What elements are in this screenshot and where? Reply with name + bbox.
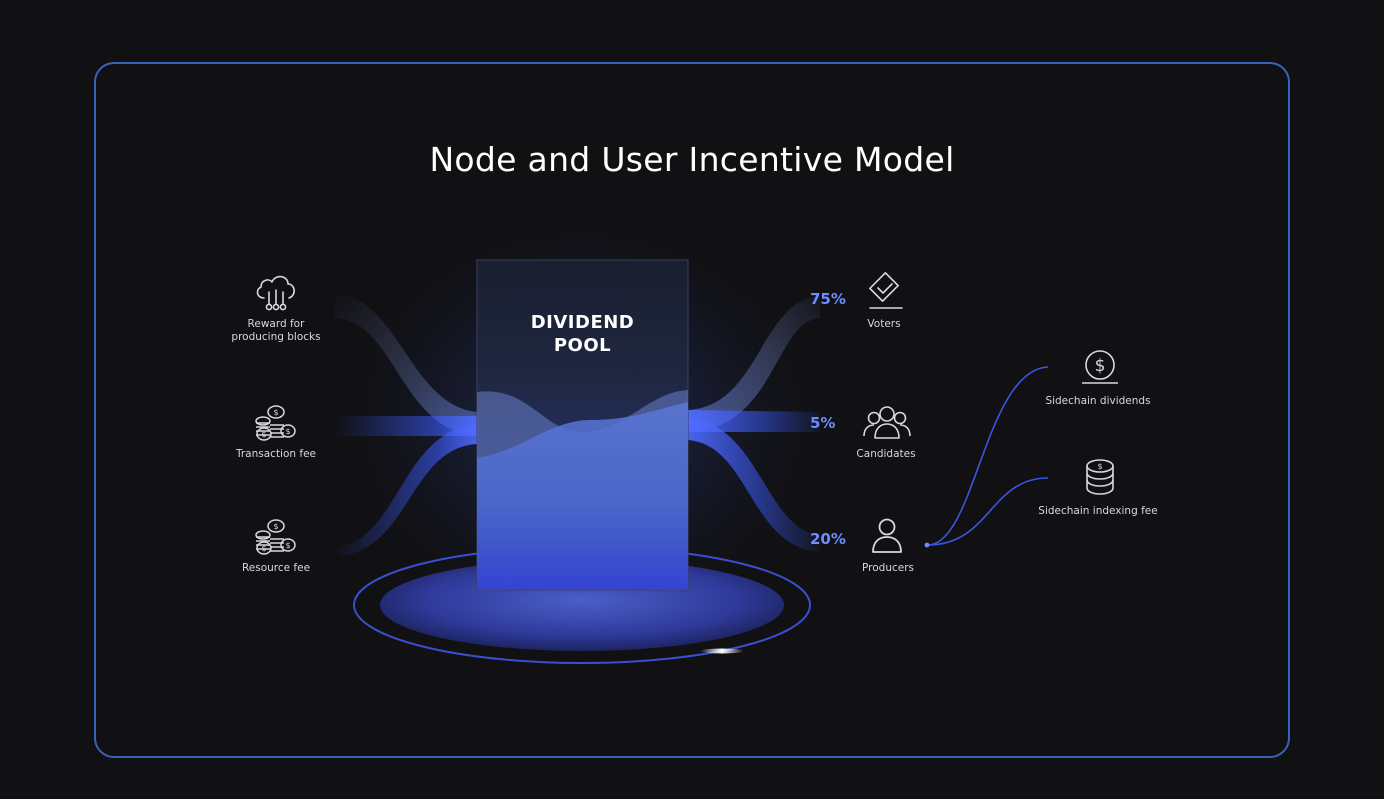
svg-text:$: $ (285, 427, 290, 436)
coins-stack-icon: $ $ $ (253, 403, 299, 443)
svg-text:$: $ (261, 544, 266, 553)
svg-text:$: $ (261, 430, 266, 439)
connector-dividends (928, 367, 1048, 545)
source-label-reward-line1: Reward for (216, 318, 336, 331)
percent-candidates: 5% (810, 414, 835, 432)
percent-voters: 75% (810, 290, 846, 308)
pool-title-line2: POOL (477, 334, 688, 357)
svg-text:$: $ (1095, 356, 1106, 376)
base-highlight (700, 649, 744, 654)
sidechain-label-indexing-fee: Sidechain indexing fee (1030, 505, 1166, 518)
coin-stack-icon: $ (1083, 458, 1117, 496)
dividend-pool (477, 260, 688, 590)
recipient-label-producers: Producers (846, 562, 930, 575)
sidechain-connectors (925, 367, 1048, 547)
svg-text:$: $ (285, 541, 290, 550)
source-label-transaction: Transaction fee (216, 448, 336, 461)
sidechain-label-dividends: Sidechain dividends (1038, 395, 1158, 408)
svg-text:$: $ (273, 522, 278, 531)
source-label-reward-line2: producing blocks (216, 331, 336, 344)
recipient-label-voters: Voters (844, 318, 924, 331)
recipient-label-candidates: Candidates (844, 448, 928, 461)
connector-dot (925, 543, 930, 548)
coins-stack-icon: $ $ $ (253, 517, 299, 557)
person-icon (870, 517, 904, 555)
percent-producers: 20% (810, 530, 846, 548)
pool-title: DIVIDEND POOL (477, 311, 688, 357)
cloud-network-icon (252, 270, 300, 314)
source-label-resource: Resource fee (216, 562, 336, 575)
svg-text:$: $ (273, 408, 278, 417)
svg-text:$: $ (1097, 462, 1102, 471)
group-icon (862, 404, 912, 442)
vote-ballot-icon (866, 272, 906, 312)
dollar-coin-icon: $ (1080, 348, 1120, 386)
source-label-reward: Reward for producing blocks (216, 318, 336, 344)
pool-title-line1: DIVIDEND (477, 311, 688, 334)
